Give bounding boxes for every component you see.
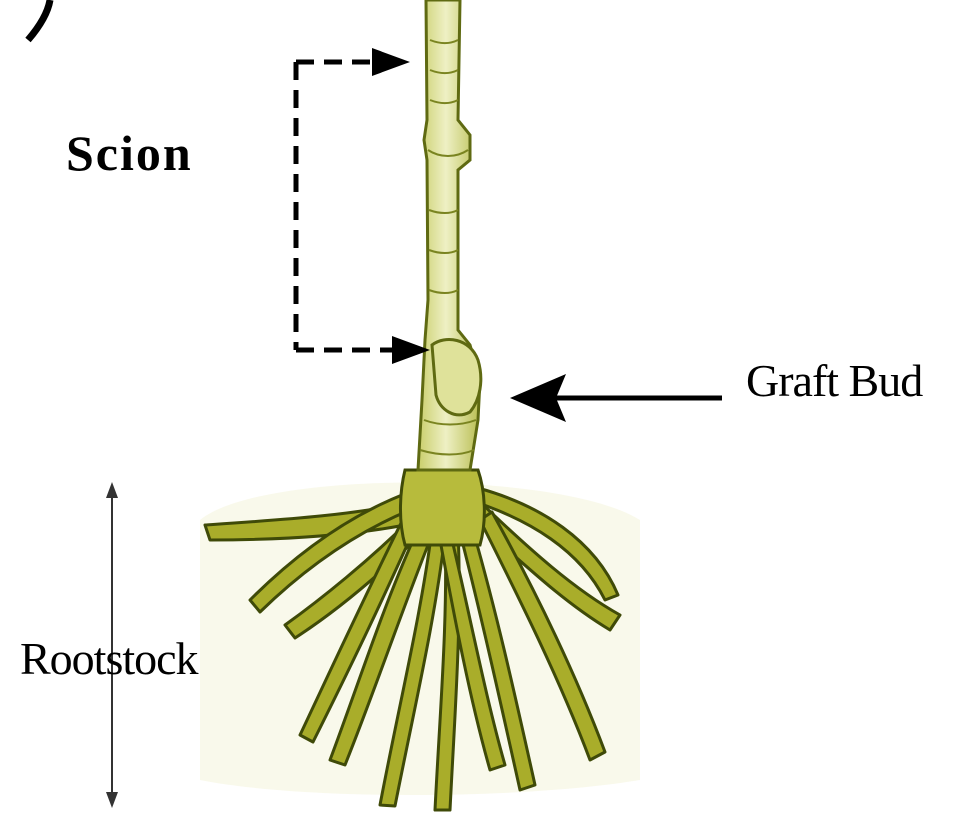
graft-bud xyxy=(432,340,481,415)
root-crown xyxy=(400,470,484,545)
rootstock-label: Rootstock xyxy=(20,636,198,682)
graft-bud-label: Graft Bud xyxy=(746,358,922,404)
cropped-fragment xyxy=(28,0,50,40)
scion-bracket xyxy=(296,62,398,350)
scion-arrowheads xyxy=(372,48,430,364)
graft-bud-arrow xyxy=(510,374,722,422)
scion-label: Scion xyxy=(66,128,193,178)
